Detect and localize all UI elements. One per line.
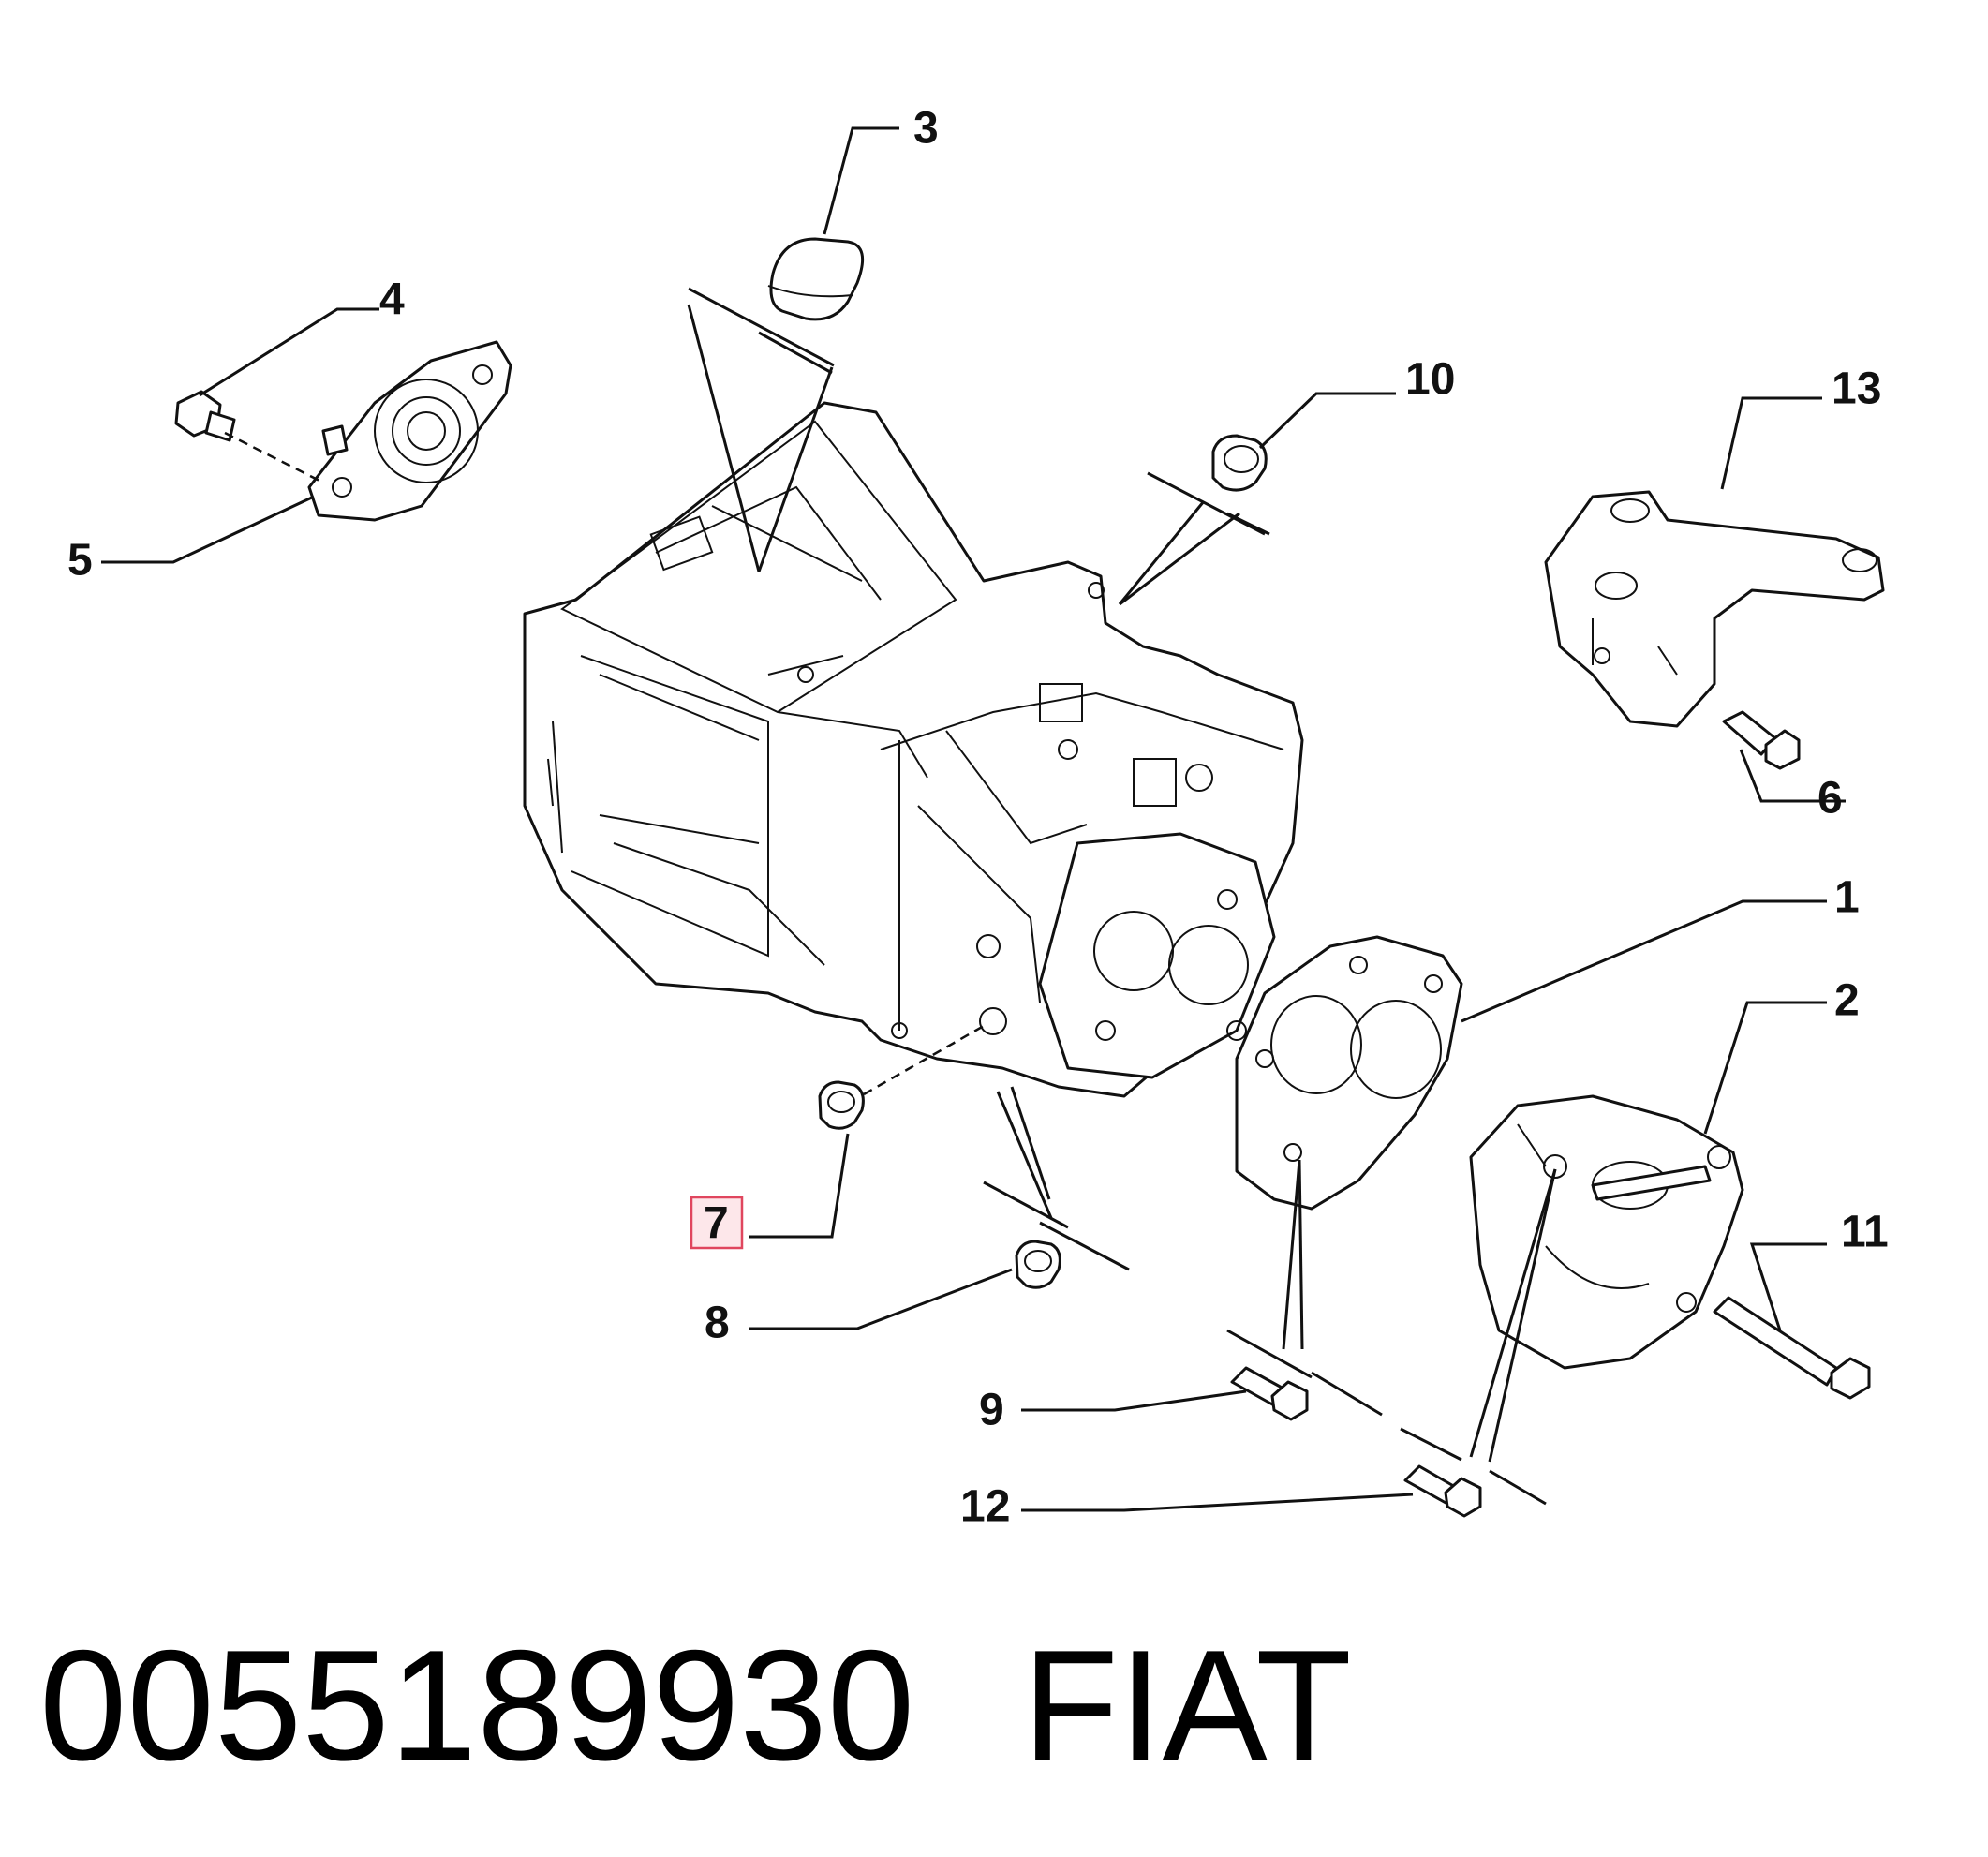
callout-11[interactable]: 11	[1841, 1208, 1889, 1257]
part-2-cover	[1469, 1094, 1744, 1370]
gearbox-housing	[523, 401, 1304, 1098]
part-13-bracket	[1544, 490, 1885, 728]
callout-5[interactable]: 5	[67, 536, 93, 586]
callout-7[interactable]: 7	[704, 1199, 729, 1249]
part-6-bolt	[1722, 710, 1801, 770]
part-3-cap	[767, 237, 865, 321]
part-7-seal	[818, 1080, 865, 1130]
callout-13[interactable]: 13	[1832, 364, 1881, 414]
part-number: 0055189930	[39, 1617, 915, 1793]
callout-labels: 3 4 5 10 13 6 1 2 11 7 8 9 12	[67, 104, 1889, 1532]
callout-1[interactable]: 1	[1834, 873, 1860, 923]
callout-12[interactable]: 12	[960, 1482, 1010, 1532]
callout-8[interactable]: 8	[705, 1299, 730, 1348]
leader-lines	[101, 126, 1846, 1512]
part-4-dashed-guide	[224, 431, 324, 484]
part-10-plug	[1211, 434, 1268, 492]
callout-3[interactable]: 3	[913, 104, 939, 154]
callout-2[interactable]: 2	[1834, 976, 1860, 1026]
part-8-seal	[1015, 1240, 1061, 1289]
callout-4[interactable]: 4	[379, 275, 405, 325]
callout-10[interactable]: 10	[1405, 355, 1455, 405]
part-12-bolt	[1403, 1464, 1482, 1518]
callout-7-highlight-box	[690, 1196, 744, 1250]
extension-lines	[688, 287, 1547, 1506]
part-9-bolt	[1230, 1366, 1309, 1421]
part-7-dashed-guide	[863, 1024, 985, 1096]
part-1-gasket-plate	[1235, 935, 1463, 1211]
part-11-bolt	[1713, 1296, 1871, 1400]
callout-6[interactable]: 6	[1817, 774, 1843, 824]
brand-name: FIAT	[1022, 1617, 1352, 1793]
part-5-bearing-carrier	[307, 340, 512, 522]
callout-9[interactable]: 9	[979, 1386, 1004, 1435]
